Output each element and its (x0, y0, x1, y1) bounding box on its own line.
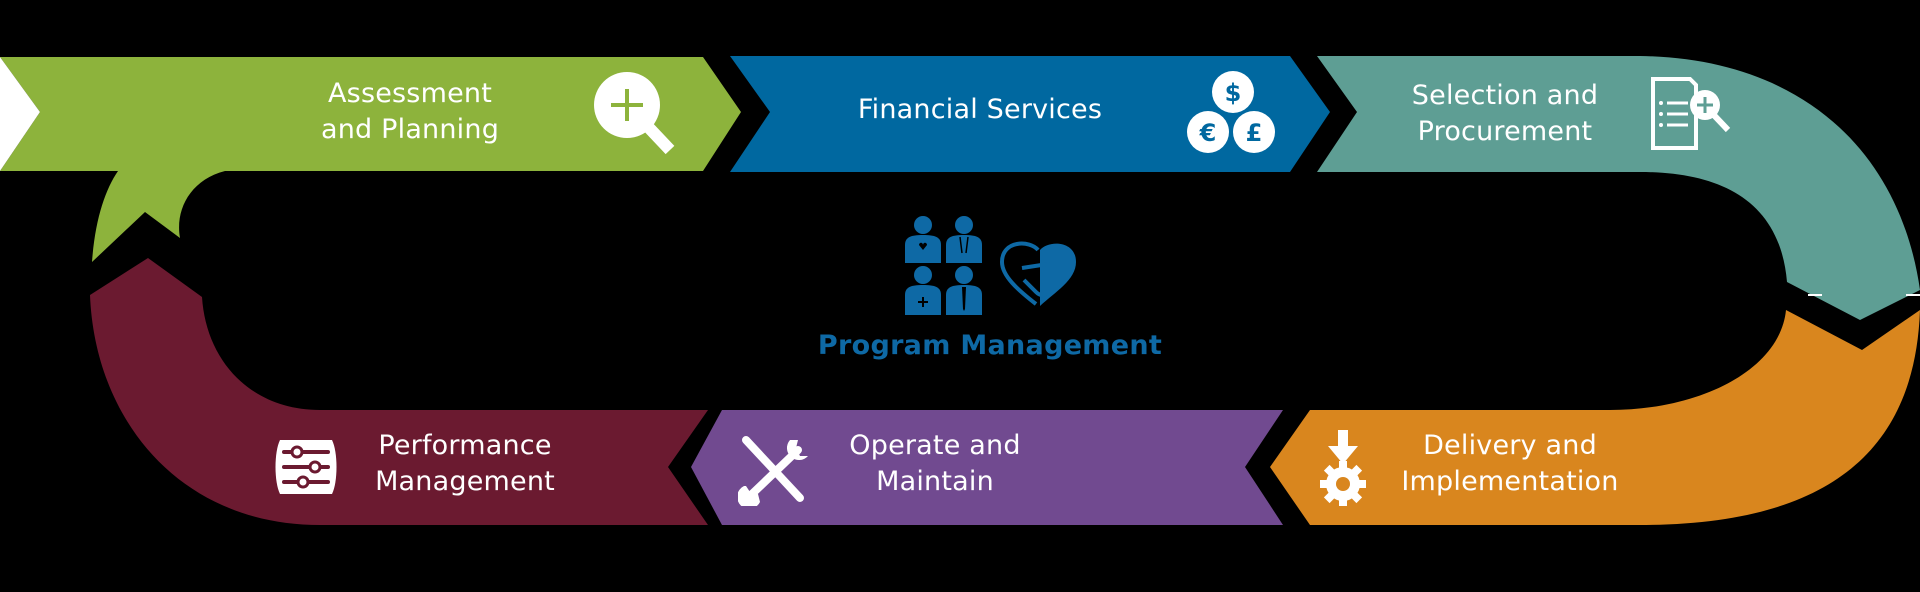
stage-label-delivery: Delivery and Implementation (1401, 430, 1619, 497)
stage-shape-selection (1317, 56, 1920, 320)
svg-text:€: € (1199, 119, 1217, 147)
program-management-title: Program Management (817, 330, 1163, 361)
stage-shape-assessment (0, 57, 741, 262)
stage-label-assessment: Assessment and Planning (320, 78, 500, 145)
wrench-screwdriver-icon (738, 436, 808, 506)
magnifier-plus-icon (594, 72, 675, 155)
stage-label-financial: Financial Services (857, 94, 1103, 125)
sliders-icon (275, 440, 337, 494)
download-gear-icon (1320, 430, 1366, 506)
care-team-icon (905, 216, 982, 315)
svg-text:$: $ (1225, 79, 1242, 107)
stage-shape-financial (730, 56, 1330, 172)
svg-text:£: £ (1246, 119, 1263, 147)
stage-label-operate: Operate and Maintain (849, 430, 1021, 497)
stage-label-selection: Selection and Procurement (1411, 80, 1599, 147)
stage-label-performance: Performance Management (375, 430, 555, 497)
stage-entry-notch (0, 57, 40, 171)
stage-shape-delivery (1270, 310, 1920, 525)
handshake-heart-icon (1000, 241, 1076, 306)
document-search-icon (1651, 77, 1731, 150)
stage-shape-performance (90, 258, 708, 525)
currency-coins-icon: $ € £ (1187, 71, 1275, 153)
stage-shape-operate (691, 410, 1283, 525)
